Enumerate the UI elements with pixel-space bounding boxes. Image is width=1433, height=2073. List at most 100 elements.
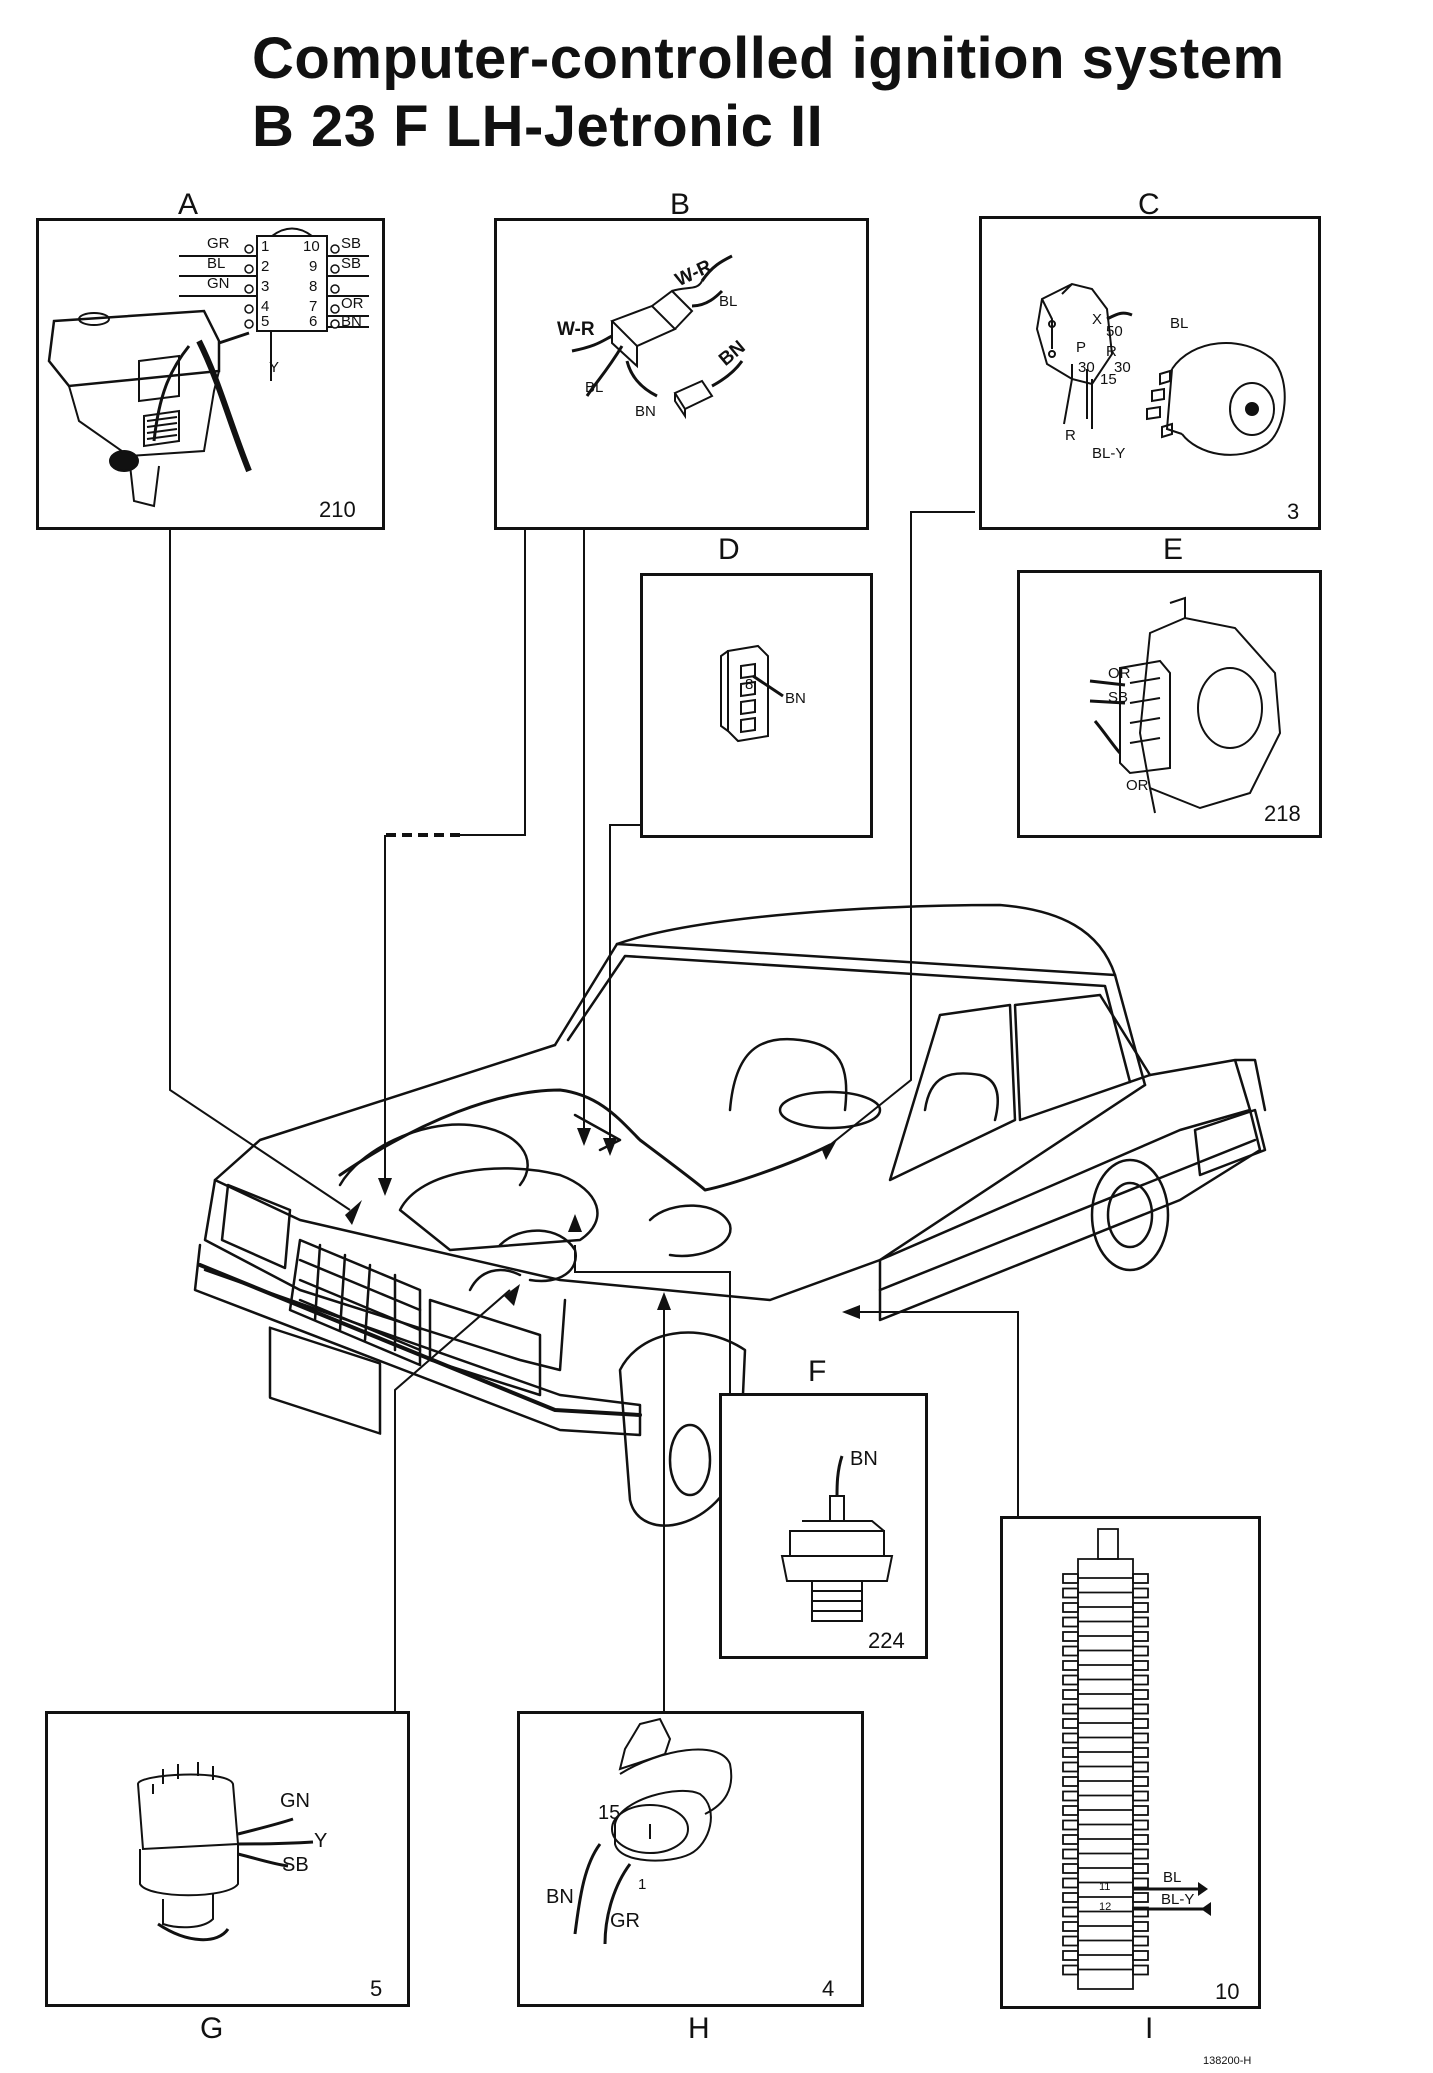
- leader-line-g: [394, 1289, 511, 1717]
- front-bumper: [193, 1243, 642, 1437]
- wire-label: W-R: [557, 319, 595, 340]
- panel-f-label: F: [808, 1355, 827, 1388]
- diagram-title-line1: Computer-controlled ignition system: [252, 26, 1285, 91]
- wire-label: OR: [1108, 665, 1131, 682]
- fuse-terminal: [1132, 1602, 1149, 1613]
- fuse-terminal: [1132, 1863, 1149, 1874]
- terminal-label: 15: [598, 1802, 621, 1824]
- terminal-label: R: [1106, 343, 1117, 360]
- fuse-terminal: [1062, 1703, 1079, 1715]
- wire-label: BL: [719, 293, 738, 310]
- panel-f-knock-sensor: BN 224: [719, 1393, 928, 1659]
- headlight-right: [428, 1298, 542, 1397]
- pin-wire-label: BN: [341, 313, 362, 330]
- fuse-terminal: [1132, 1964, 1149, 1976]
- panel-i-label: I: [1145, 2012, 1154, 2045]
- pin-number: 7: [309, 298, 318, 315]
- pin-number: 9: [309, 258, 318, 275]
- seat-front: [728, 1037, 848, 1112]
- wire-label: GN: [280, 1790, 310, 1812]
- wire-label: BL-Y: [1161, 1891, 1195, 1908]
- fuse-terminal: [1062, 1616, 1079, 1628]
- fuse-terminal: [1132, 1761, 1149, 1773]
- leader-line-d: [609, 824, 644, 1140]
- terminal-label: 30: [1078, 359, 1095, 376]
- fuse-terminal: [1132, 1718, 1149, 1729]
- fuse-terminal: [1062, 1935, 1079, 1947]
- pin-wire-label: Y: [269, 359, 280, 376]
- fuse-terminal: [1062, 1602, 1079, 1613]
- fuse-terminal: [1132, 1892, 1149, 1903]
- fuse-box-icon: [1062, 1528, 1211, 1990]
- panel-b-label: B: [670, 188, 691, 221]
- fuse-terminal: [1132, 1805, 1149, 1816]
- side-window-rear: [1013, 993, 1152, 1122]
- fuse-terminal: [1132, 1848, 1149, 1860]
- panel-c-label: C: [1138, 188, 1160, 221]
- terminal-label: 50: [1106, 323, 1123, 340]
- fuse-terminal: [1132, 1747, 1149, 1758]
- steering-wheel: [778, 1090, 882, 1130]
- arrowheads: [345, 1128, 860, 1319]
- fuse-terminal: [1062, 1645, 1079, 1657]
- fuse-terminal: [1062, 1761, 1079, 1773]
- pin-wire-label: GN: [207, 275, 230, 292]
- panel-d-connector: 8 BN: [640, 573, 873, 838]
- wire-label: BN: [635, 403, 656, 420]
- fuse-terminal: [1062, 1689, 1079, 1700]
- fuse-terminal: [1132, 1587, 1149, 1599]
- wire-label: BL: [1163, 1869, 1182, 1886]
- car-hood: [213, 1043, 1147, 1302]
- fuse-terminal: [1062, 1950, 1079, 1961]
- fuse-terminal: [1062, 1573, 1079, 1584]
- pin-number: 5: [261, 313, 270, 330]
- wiring-harness: [338, 1088, 832, 1192]
- car-side: [878, 1108, 1262, 1322]
- car-grille: [288, 1238, 422, 1367]
- coil-icon: [573, 1717, 733, 1945]
- panel-h-number: 4: [822, 1976, 835, 2001]
- panel-e-number: 218: [1264, 801, 1301, 826]
- ignition-switch-icon: [1035, 282, 1286, 456]
- panel-g-distributor: GN Y SB 5: [45, 1711, 410, 2007]
- wire-label: BN: [546, 1886, 574, 1908]
- fuse-terminal: [1062, 1848, 1079, 1860]
- fuse-terminal: [1062, 1834, 1079, 1845]
- engine-block: [338, 1123, 529, 1187]
- pin-wire-label: SB: [341, 255, 362, 272]
- fuse-terminal: [1132, 1790, 1149, 1802]
- fuse-terminal: [1132, 1877, 1149, 1889]
- pin-number: 4: [261, 298, 270, 315]
- pin-number: 3: [261, 278, 270, 295]
- fuse-terminal: [1132, 1689, 1149, 1700]
- panel-a-control-unit: GR BL GN 1 2 3 4 5 10 9 8 7 6 SB SB OR B…: [36, 218, 385, 530]
- wire-label: GR: [610, 1910, 640, 1932]
- wire-label: BL-Y: [1092, 445, 1126, 462]
- panel-h-label: H: [688, 2012, 710, 2045]
- control-unit-icon: [47, 227, 369, 508]
- leader-line-b: [460, 528, 526, 836]
- fuse-terminal: [1062, 1660, 1079, 1671]
- terminal-label: 1: [638, 1876, 647, 1893]
- diagram-title-line2: B 23 F LH-Jetronic II: [252, 94, 824, 159]
- fuse-terminal: [1062, 1819, 1079, 1831]
- fuse-terminal: [1132, 1921, 1149, 1932]
- pin-number: 8: [745, 676, 754, 693]
- fuse-terminal: [1062, 1790, 1079, 1802]
- connector-icon: [571, 254, 744, 420]
- fuse-terminal: [1132, 1645, 1149, 1657]
- terminal-label: 15: [1100, 371, 1117, 388]
- document-reference: 138200-H: [1203, 2055, 1252, 2067]
- fuse-terminal: [1062, 1877, 1079, 1889]
- side-window-front: [888, 1003, 1017, 1182]
- car-roof-outline: [615, 903, 1117, 977]
- wire-label: Y: [314, 1830, 328, 1852]
- fuse-terminal: [1132, 1950, 1149, 1961]
- fuse-terminal: [1062, 1921, 1079, 1932]
- fuse-terminal: [1062, 1747, 1079, 1758]
- leader-line-c: [829, 511, 975, 1146]
- panel-g-label: G: [200, 2012, 224, 2045]
- terminal-label: P: [1076, 339, 1087, 356]
- panel-d-label: D: [718, 533, 740, 566]
